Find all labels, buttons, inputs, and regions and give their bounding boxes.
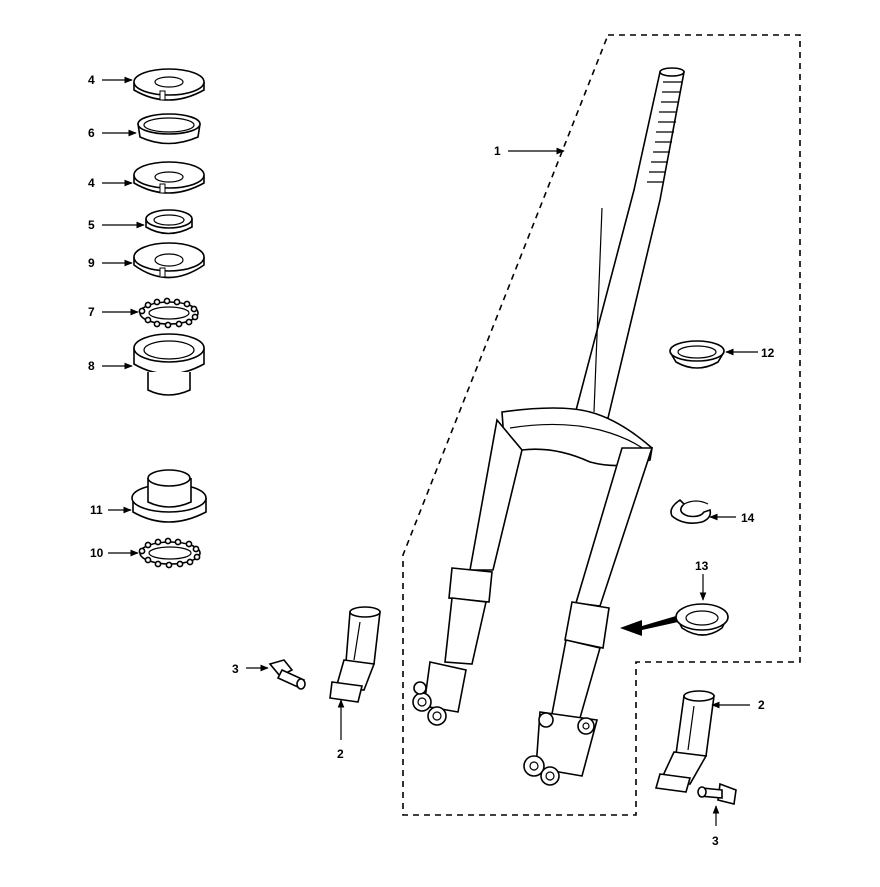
part-3-bolt-left[interactable]: [268, 659, 306, 690]
callout-label: 2: [337, 747, 344, 761]
part-6-ring[interactable]: [137, 113, 201, 145]
callout-2-left: 2: [337, 699, 345, 761]
callout-label: 6: [88, 126, 95, 140]
callout-label: 2: [758, 698, 765, 712]
part-4-lock-nut-top[interactable]: [133, 68, 205, 101]
callout-label: 13: [695, 559, 709, 573]
part-8-bearing-cup[interactable]: [133, 333, 205, 396]
part-13-oil-seal[interactable]: [675, 603, 729, 636]
callout-11: 11: [90, 503, 132, 517]
part-11-lower-cone[interactable]: [131, 469, 207, 523]
callout-label: 4: [88, 73, 95, 87]
callout-4-bottom: 4: [88, 176, 133, 190]
callout-label: 11: [90, 503, 103, 517]
callout-label: 5: [88, 218, 95, 232]
part-14-circlip[interactable]: [670, 498, 712, 524]
part-5-washer[interactable]: [145, 209, 193, 235]
callout-label: 3: [232, 662, 239, 676]
part-1-front-fork[interactable]: [412, 67, 685, 786]
callout-label: 12: [761, 346, 775, 360]
callout-3-right: 3: [712, 805, 720, 848]
part-4-lock-nut-bottom[interactable]: [133, 161, 205, 194]
callout-9: 9: [88, 256, 133, 270]
callout-label: 3: [712, 834, 719, 848]
part-3-bolt-right[interactable]: [697, 782, 737, 805]
part-2-slider-right[interactable]: [654, 690, 715, 793]
callout-label: 8: [88, 359, 95, 373]
callout-7: 7: [88, 305, 139, 319]
callout-label: 10: [90, 546, 104, 560]
callout-2-right: 2: [711, 698, 765, 712]
fork-assembly-boundary: [402, 34, 801, 816]
callout-3-left: 3: [232, 662, 269, 676]
callout-label: 14: [741, 511, 755, 525]
callout-label: 9: [88, 256, 95, 270]
callout-1: 1: [494, 144, 565, 158]
part-2-slider-left[interactable]: [329, 606, 381, 703]
callout-4-top: 4: [88, 73, 133, 87]
part-7-ball-bearing[interactable]: [138, 297, 199, 329]
install-direction-arrow: [620, 616, 678, 636]
part-12-dust-seal[interactable]: [669, 340, 725, 369]
callout-label: 7: [88, 305, 95, 319]
callout-12: 12: [725, 346, 775, 360]
part-9-race-nut[interactable]: [133, 242, 205, 279]
callout-5: 5: [88, 218, 145, 232]
callout-10: 10: [90, 546, 139, 560]
callout-6: 6: [88, 126, 137, 140]
callout-label: 4: [88, 176, 95, 190]
callout-8: 8: [88, 359, 133, 373]
callout-label: 1: [494, 144, 501, 158]
callout-14: 14: [709, 511, 755, 525]
callout-13: 13: [695, 559, 709, 601]
part-10-lower-ball-bearing[interactable]: [138, 537, 201, 569]
